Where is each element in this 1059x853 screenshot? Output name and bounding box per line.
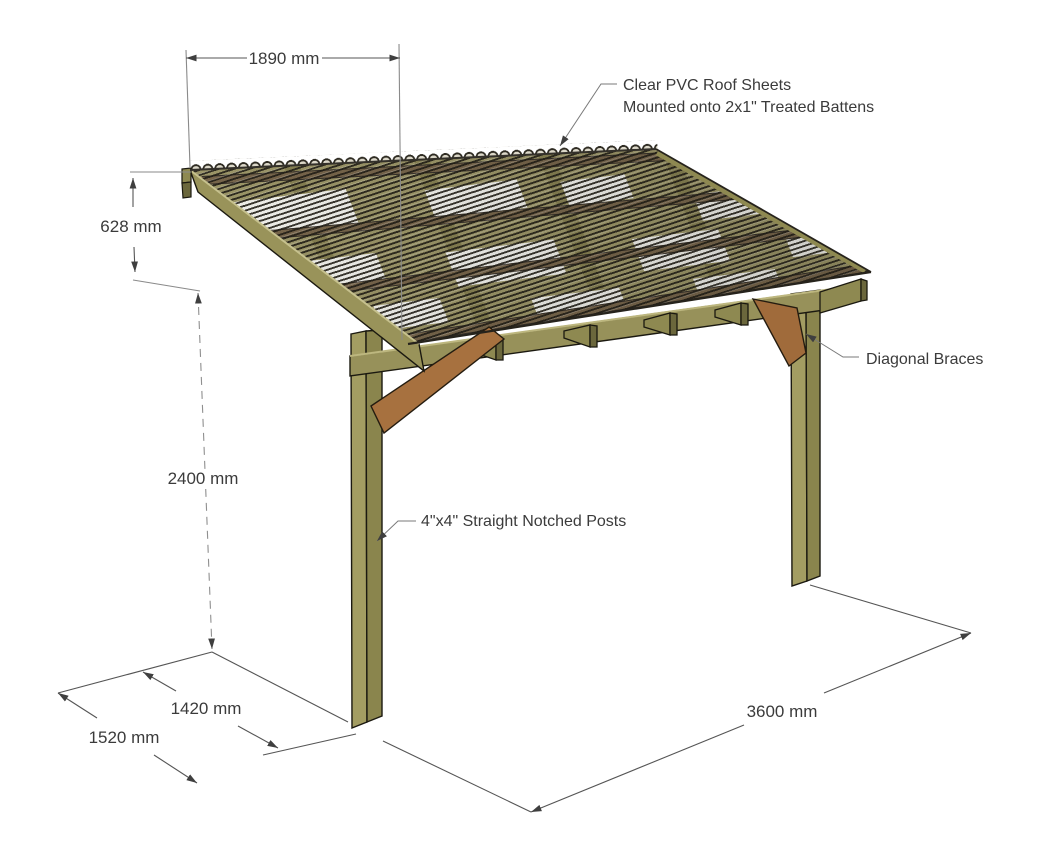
left-post bbox=[350, 329, 383, 730]
diagonal-brace-right bbox=[751, 298, 807, 368]
dim-line-3600 bbox=[530, 724, 745, 813]
right-overhang-rafter bbox=[819, 278, 868, 314]
dim-label-width: 3600 mm bbox=[747, 702, 818, 721]
rafter-tail bbox=[714, 302, 749, 326]
sheet-corner-block-shadow bbox=[181, 181, 192, 199]
extension-line bbox=[132, 279, 201, 292]
leader-posts-note bbox=[376, 520, 416, 542]
annotation-leaders bbox=[376, 83, 859, 542]
extension-line-post-base bbox=[262, 733, 357, 756]
left-rake-rafter bbox=[181, 167, 426, 373]
dim-label-post-height: 2400 mm bbox=[168, 469, 239, 488]
dim-label-inner-depth: 1420 mm bbox=[171, 699, 242, 718]
dim-line-1420 bbox=[237, 725, 279, 749]
dim-line-2400 bbox=[195, 292, 215, 650]
annotation-posts: 4"x4" Straight Notched Posts bbox=[421, 513, 626, 530]
dim-label-fascia: 628 mm bbox=[100, 217, 161, 236]
dim-line-1520 bbox=[57, 692, 98, 719]
dim-line-1420 bbox=[142, 671, 177, 692]
rafter-tail bbox=[563, 324, 598, 348]
dimension-lines bbox=[57, 43, 972, 813]
extension-line bbox=[185, 49, 191, 168]
annotation-roof-line2: Mounted onto 2x1" Treated Battens bbox=[623, 99, 874, 116]
ground-lines bbox=[57, 584, 972, 813]
ground-edge-left-a bbox=[211, 651, 349, 723]
annotation-braces: Diagonal Braces bbox=[866, 351, 983, 368]
label-backing bbox=[166, 469, 242, 489]
leader-roof-note bbox=[559, 83, 617, 147]
dim-label-outer-depth: 1520 mm bbox=[89, 728, 160, 747]
sheet-corner-block bbox=[181, 167, 192, 184]
annotation-roof-line1: Clear PVC Roof Sheets bbox=[623, 77, 791, 94]
dim-line-3600 bbox=[823, 632, 972, 694]
dim-line-1520 bbox=[153, 754, 198, 784]
roof-edges bbox=[189, 148, 872, 346]
diagonal-brace-left bbox=[370, 326, 506, 435]
rafter-tail bbox=[643, 312, 678, 336]
dim-label-roof-depth: 1890 mm bbox=[249, 49, 320, 68]
dim-line-628 bbox=[131, 246, 138, 273]
leader-braces-note bbox=[805, 333, 859, 358]
ground-edge-left-b bbox=[382, 740, 532, 813]
ground-edge-back-left bbox=[57, 651, 213, 694]
extension-line bbox=[398, 43, 403, 341]
ground-edge-right bbox=[809, 584, 972, 634]
